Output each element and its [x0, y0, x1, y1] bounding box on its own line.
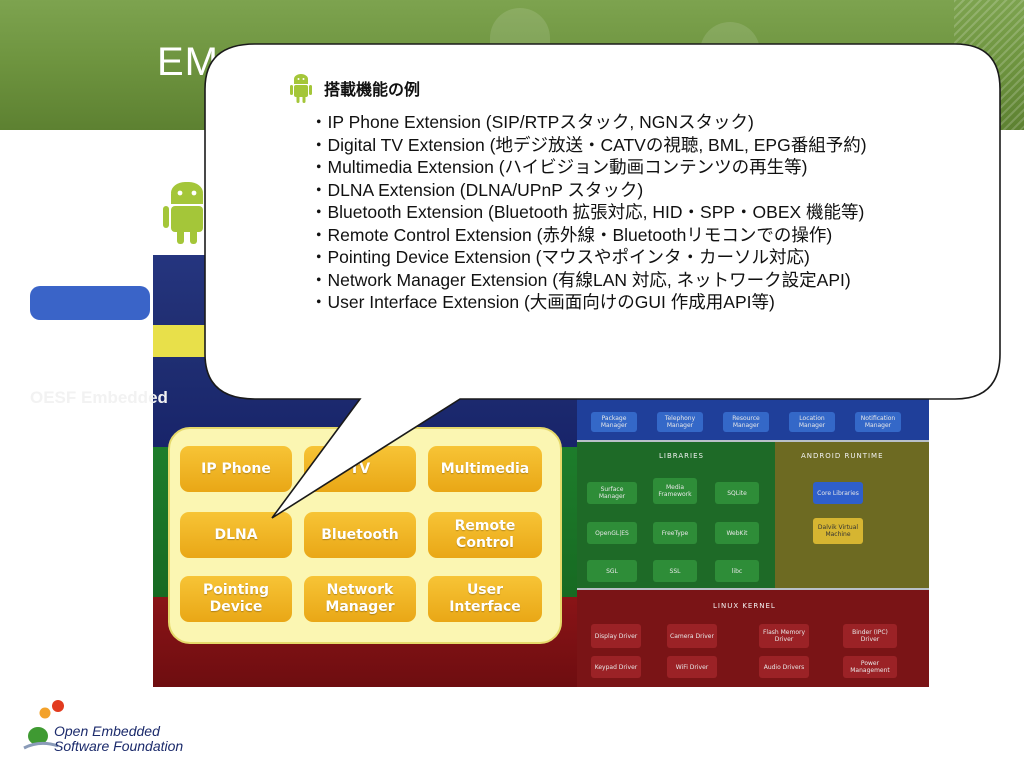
ext-user-interface: User Interface: [428, 576, 542, 622]
kernel-box: Binder (IPC) Driver: [843, 624, 897, 648]
kernel-box: WiFi Driver: [667, 656, 717, 678]
framework-box: Telephony Manager: [657, 412, 703, 432]
android-robot-icon: [290, 74, 312, 103]
application-pill: [30, 286, 150, 320]
kernel-title: LINUX KERNEL: [713, 602, 776, 610]
ext-pointing-device: Pointing Device: [180, 576, 292, 622]
library-box: SGL: [587, 560, 637, 582]
kernel-box: Display Driver: [591, 624, 641, 648]
library-box: Media Framework: [653, 478, 697, 504]
ext-network-manager: Network Manager: [304, 576, 416, 622]
kernel-box: Power Management: [843, 656, 897, 678]
logo-line-1: Open Embedded: [54, 723, 160, 739]
kernel-box: Keypad Driver: [591, 656, 641, 678]
oesf-embedded-label: OESF Embedded: [30, 388, 168, 407]
framework-box: Package Manager: [591, 412, 637, 432]
kernel-box: Flash Memory Driver: [759, 624, 809, 648]
library-box: WebKit: [715, 522, 759, 544]
ext-dlna: DLNA: [180, 512, 292, 558]
library-box: SQLite: [715, 482, 759, 504]
library-box: Surface Manager: [587, 482, 637, 504]
kernel-box: Audio Drivers: [759, 656, 809, 678]
ext-remote-control: Remote Control: [428, 512, 542, 558]
feature-item: ・Network Manager Extension (有線LAN 対応, ネッ…: [310, 269, 851, 290]
kernel-box: Camera Driver: [667, 624, 717, 648]
feature-item: ・Bluetooth Extension (Bluetooth 拡張対応, HI…: [310, 202, 865, 222]
oesf-logo-text: Open Embedded Software Foundation: [54, 724, 183, 754]
runtime-box: Dalvik Virtual Machine: [813, 518, 863, 544]
feature-item: ・User Interface Extension (大画面向けのGUI 作成用…: [310, 292, 775, 312]
separator: [577, 588, 929, 591]
ext-multimedia: Multimedia: [428, 446, 542, 492]
ext-ip-phone: IP Phone: [180, 446, 292, 492]
library-box: OpenGL|ES: [587, 522, 637, 544]
framework-box: Notification Manager: [855, 412, 901, 432]
oesf-logo-icon: [23, 700, 64, 750]
runtime-box: Core Libraries: [813, 482, 863, 504]
feature-item: ・DLNA Extension (DLNA/UPnP スタック): [310, 179, 644, 200]
libraries-title: LIBRARIES: [659, 452, 704, 460]
feature-item: ・IP Phone Extension (SIP/RTPスタック, NGNスタッ…: [310, 112, 754, 132]
framework-box: Resource Manager: [723, 412, 769, 432]
callout-content: 搭載機能の例 ・IP Phone Extension (SIP/RTPスタック,…: [290, 73, 950, 314]
library-box: FreeType: [653, 522, 697, 544]
feature-item: ・Pointing Device Extension (マウスやポインタ・カーソ…: [310, 247, 810, 267]
feature-item: ・Remote Control Extension (赤外線・Bluetooth…: [310, 224, 833, 245]
library-box: libc: [715, 560, 759, 582]
ext-bluetooth: Bluetooth: [304, 512, 416, 558]
feature-item: ・Digital TV Extension (地デジ放送・CATVの視聴, BM…: [310, 134, 867, 155]
runtime-area: [775, 442, 929, 590]
framework-box: Location Manager: [789, 412, 835, 432]
feature-item: ・Multimedia Extension (ハイビジョン動画コンテンツの再生等…: [310, 157, 808, 177]
callout-heading-row: 搭載機能の例: [290, 73, 950, 103]
library-box: SSL: [653, 560, 697, 582]
logo-line-2: Software Foundation: [54, 738, 184, 754]
runtime-title: ANDROID RUNTIME: [801, 452, 884, 460]
separator: [577, 440, 929, 443]
callout-heading: 搭載機能の例: [324, 80, 421, 99]
feature-list: ・IP Phone Extension (SIP/RTPスタック, NGNスタッ…: [310, 111, 950, 314]
android-stack-right: Package Manager Telephony Manager Resour…: [577, 390, 929, 687]
